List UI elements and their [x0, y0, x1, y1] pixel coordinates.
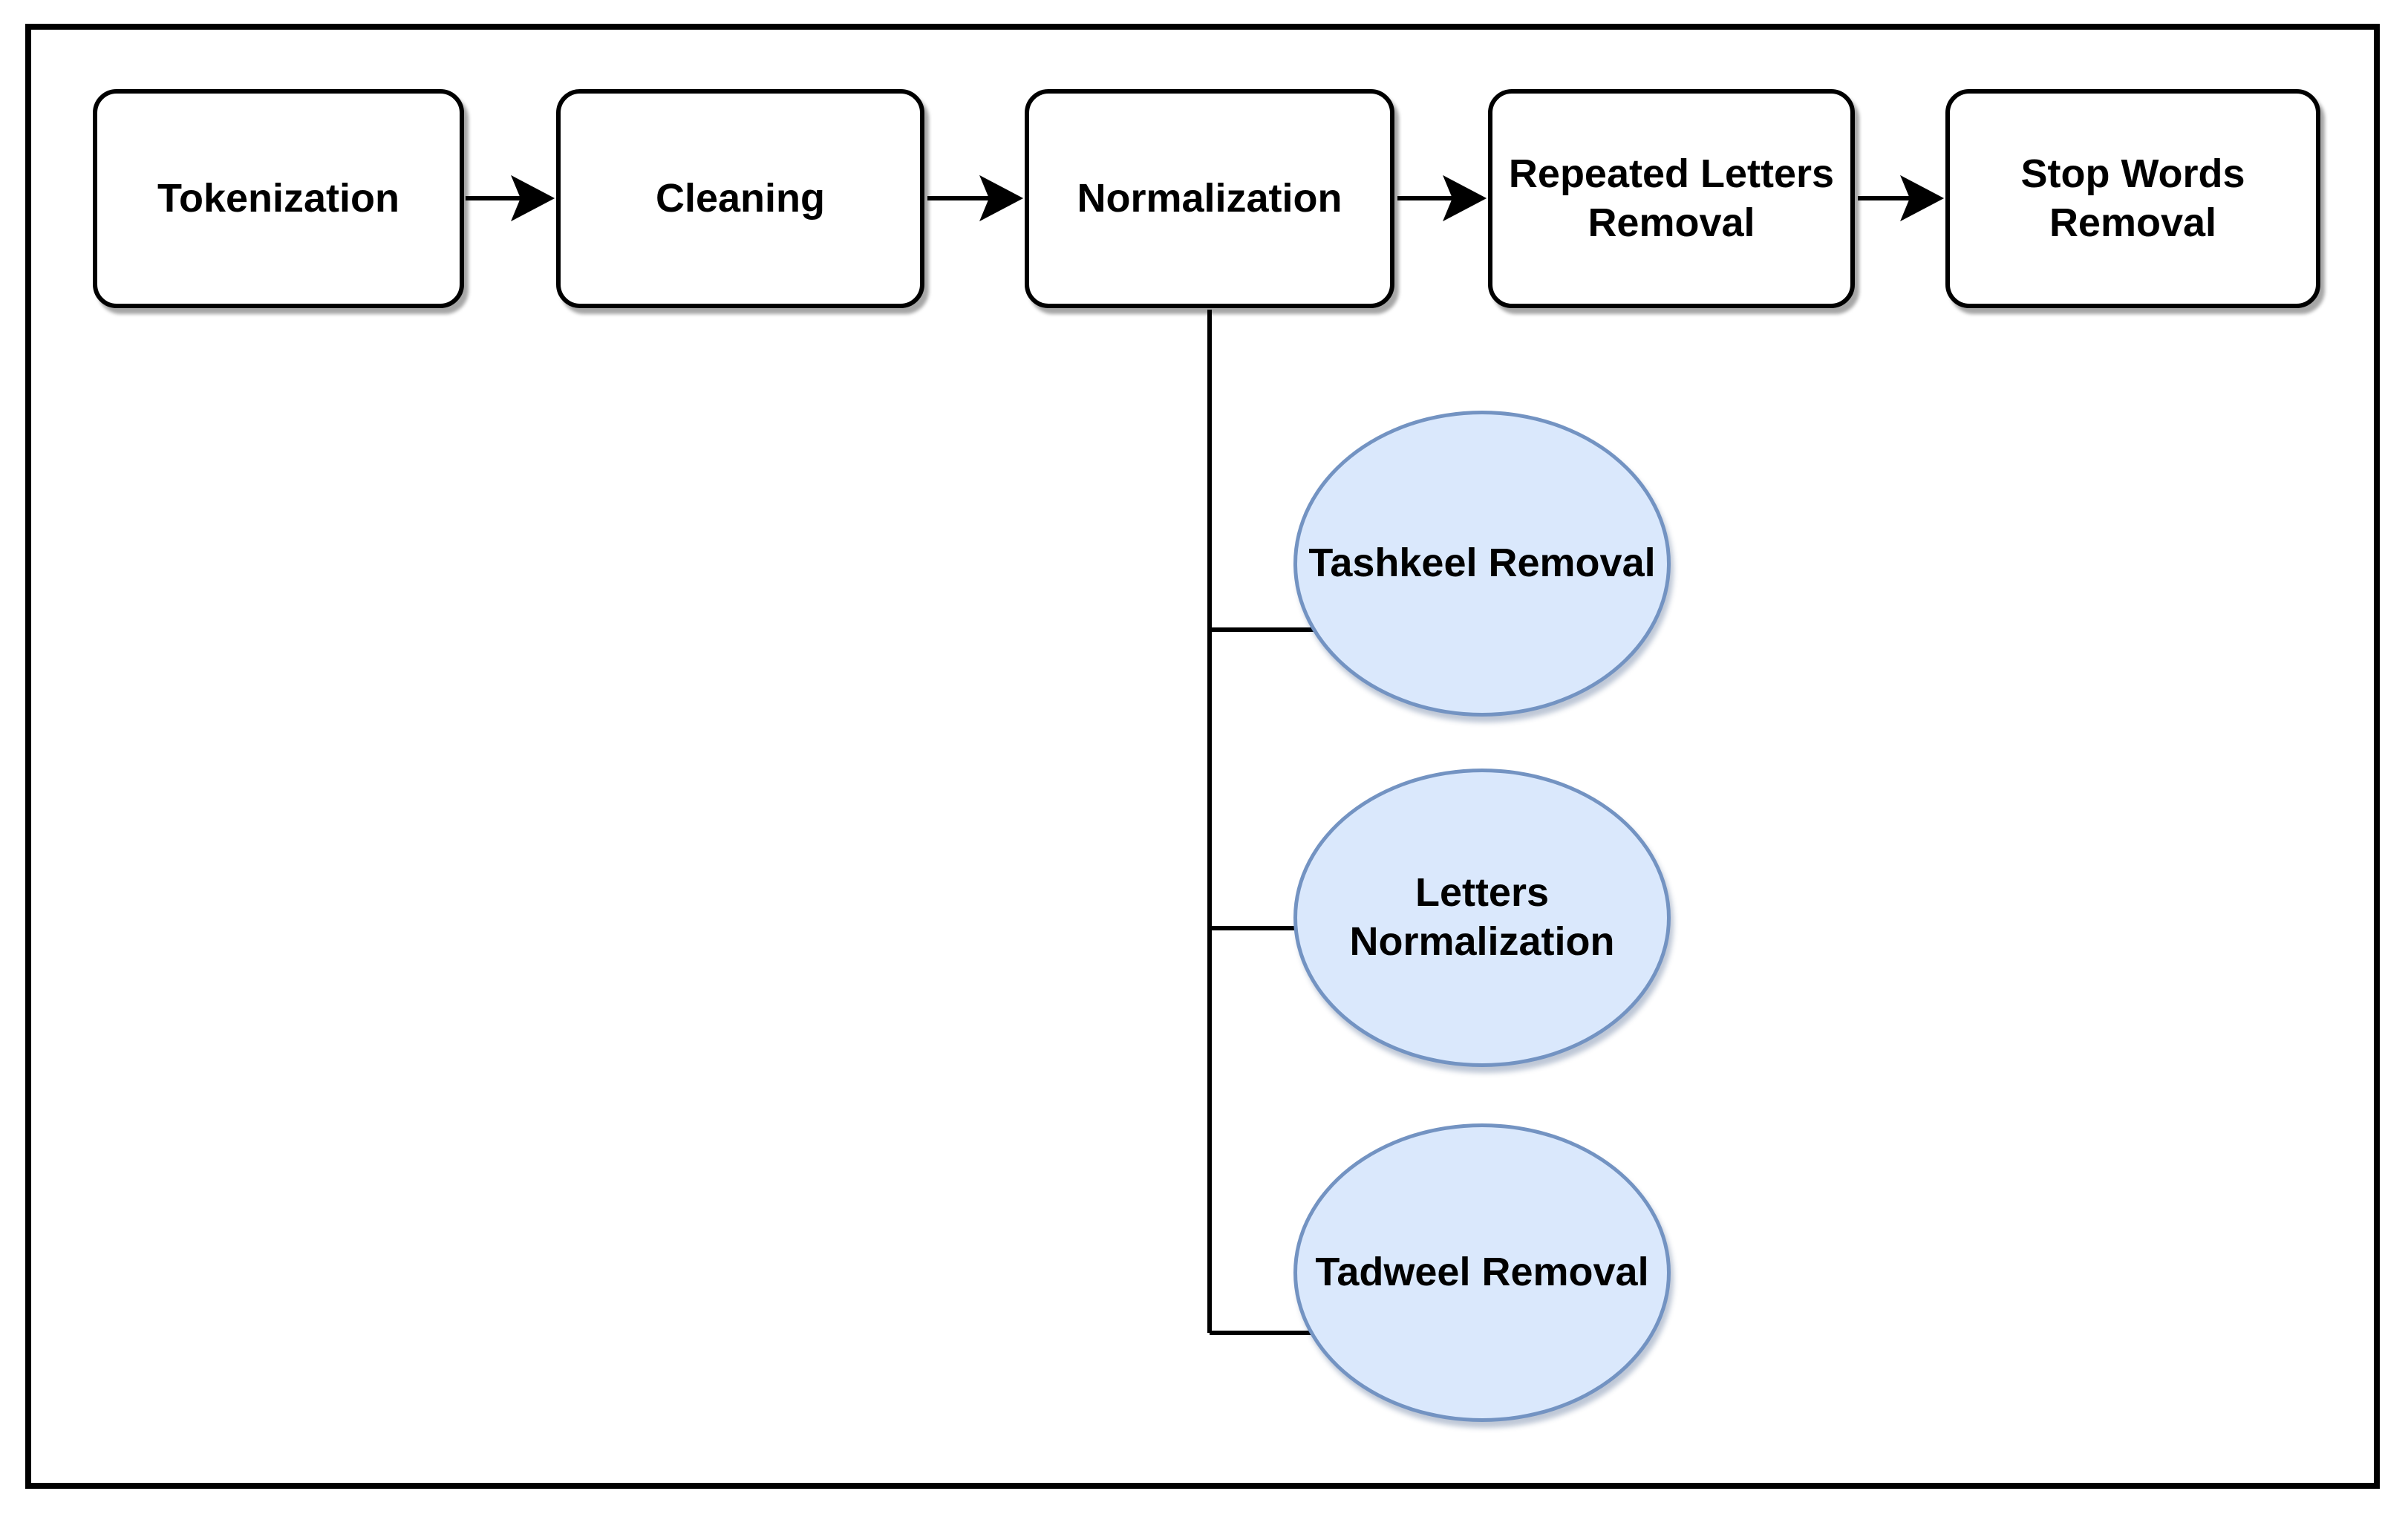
arrow-normalization-to-repeated: [1397, 174, 1487, 222]
flow-node-normalization: Normalization: [1025, 89, 1394, 308]
sub-node-tashkeel-removal: Tashkeel Removal: [1293, 411, 1671, 717]
flow-node-repeated-letters-removal: Repeated Letters Removal: [1488, 89, 1855, 308]
sub-node-tadweel-removal: Tadweel Removal: [1293, 1123, 1671, 1422]
flow-node-stop-words-removal-label: Stop Words Removal: [2020, 151, 2245, 245]
flow-node-repeated-letters-removal-label: Repeated Letters Removal: [1508, 151, 1835, 245]
connector-normalization-tree: [1207, 310, 1389, 1335]
arrow-cleaning-to-normalization: [927, 174, 1024, 222]
flow-node-tokenization-label: Tokenization: [157, 175, 399, 221]
arrow-tokenization-to-cleaning: [466, 174, 555, 222]
flow-node-normalization-label: Normalization: [1077, 175, 1342, 221]
sub-node-tashkeel-removal-label: Tashkeel Removal: [1308, 541, 1656, 586]
arrow-repeated-to-stopwords: [1858, 174, 1945, 222]
diagram-outer-border: [25, 24, 2380, 1489]
sub-node-letters-normalization: Letters Normalization: [1293, 769, 1671, 1067]
sub-node-tadweel-removal-label: Tadweel Removal: [1315, 1250, 1649, 1295]
sub-node-letters-normalization-label: Letters Normalization: [1349, 870, 1615, 964]
flow-node-cleaning-label: Cleaning: [655, 175, 826, 221]
flow-node-tokenization: Tokenization: [93, 89, 464, 308]
flow-node-stop-words-removal: Stop Words Removal: [1945, 89, 2320, 308]
flow-node-cleaning: Cleaning: [556, 89, 924, 308]
